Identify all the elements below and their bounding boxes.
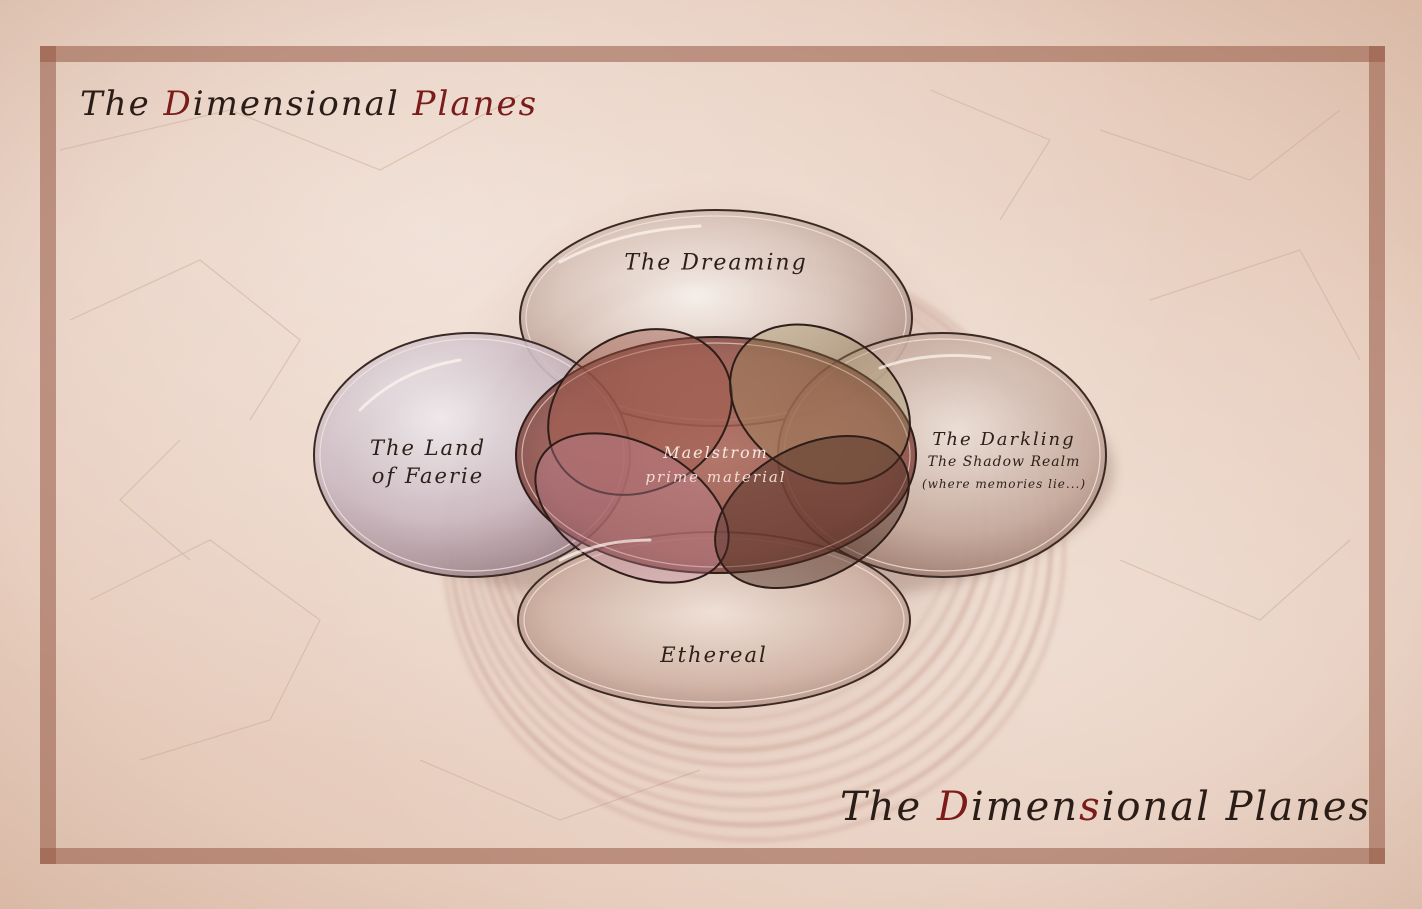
prime-material-line: prime material — [645, 465, 786, 489]
maelstrom-line: Maelstrom — [645, 441, 786, 465]
plane-label-faerie: The Land of Faerie — [370, 434, 486, 490]
frame-left-border — [40, 46, 56, 864]
title-top-part: imensional — [193, 84, 413, 124]
darkling-line: The Darkling — [922, 429, 1086, 451]
title-bottom-part: ional — [1102, 784, 1226, 830]
frame-right-border — [1369, 46, 1385, 864]
title-top-part: D — [164, 84, 193, 124]
title-bottom-part: D — [937, 784, 971, 830]
title-bottom-part: imen — [971, 784, 1079, 830]
faerie-line: of Faerie — [370, 462, 486, 490]
darkling-subtitle: The Shadow Realm — [922, 451, 1086, 473]
darkling-note: (where memories lie...) — [922, 473, 1086, 495]
page-title-top: The Dimensional Planes — [80, 84, 538, 124]
title-bottom-part: The — [840, 784, 937, 830]
title-bottom-part: Planes — [1226, 784, 1372, 830]
frame-top-border — [40, 46, 1385, 62]
title-top-part: Planes — [413, 84, 539, 124]
page-title-bottom: The Dimensional Planes — [840, 784, 1371, 830]
plane-label-dreaming: The Dreaming — [624, 251, 807, 276]
plane-label-maelstrom: Maelstrom prime material — [645, 441, 786, 489]
faerie-line: The Land — [370, 434, 486, 462]
plane-label-darkling: The Darkling The Shadow Realm (where mem… — [922, 429, 1086, 495]
title-bottom-part: s — [1079, 784, 1102, 830]
title-top-part: The — [80, 84, 164, 124]
frame-bottom-border — [40, 848, 1385, 864]
plane-label-ethereal: Ethereal — [660, 643, 767, 667]
